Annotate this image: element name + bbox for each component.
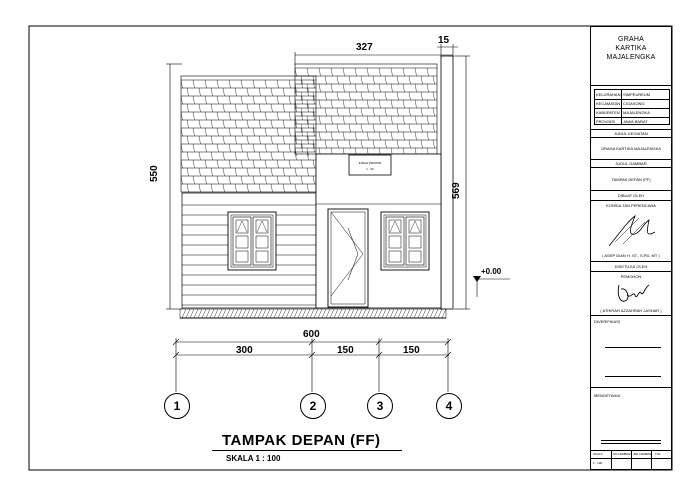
dim-15: 15 <box>438 35 450 46</box>
axis-bubble-3: 3 <box>367 393 393 419</box>
dim-150-a: 150 <box>337 345 354 356</box>
mengetahui-label: MENGETAHUI <box>594 393 621 398</box>
location-table: KELURAHAN SIMPEUREUM KECAMATAN CIGASONG … <box>594 89 670 125</box>
title-underline <box>212 450 402 451</box>
dim-550: 550 <box>149 165 160 182</box>
grid-axis-lines <box>172 338 452 392</box>
judul-kegiatan-label: JUDUL KEGIATAN <box>614 131 648 136</box>
drawing-title: TAMPAK DEPAN (FF) <box>222 432 381 449</box>
sheet-border <box>28 25 673 471</box>
name-plate <box>348 154 392 176</box>
axis-bubble-2: 2 <box>300 393 326 419</box>
wall-siding-lines <box>182 204 316 306</box>
ground-hatch <box>179 308 447 319</box>
diverifikasi-label: DIVERIFIKASI <box>594 319 621 324</box>
pemohon-signature <box>617 284 650 302</box>
judul-gambar-value: TAMPAK DEPAN (FF) <box>611 177 651 182</box>
judul-kegiatan-value: GRAHA KARTIKA MAJALENGKA <box>601 146 661 151</box>
sheet-info-row: SKALA NO.LEMBAR JML.LEMBAR TGL 1 : 100 <box>591 450 671 470</box>
roof-tiles-right <box>294 67 437 157</box>
dim-600: 600 <box>303 329 320 340</box>
left-roof-outline <box>180 75 317 193</box>
name-plate-line2: 1 · 00 <box>366 167 374 171</box>
konsultan-signature <box>608 214 656 247</box>
pemohon-label: PEMOHON <box>620 274 642 279</box>
windows <box>227 211 430 271</box>
axis-bubble-1: 1 <box>164 393 190 419</box>
title-block: GRAHA KARTIKA MAJALENGKA KELURAHAN SIMPE… <box>590 26 672 470</box>
konsultan-label: KONSULTAN PERENCANA <box>606 203 656 208</box>
level-marker <box>473 276 481 282</box>
disetujui-label: DISETUJUI OLEH <box>614 264 648 269</box>
judul-gambar-label: JUDUL GAMBAR <box>615 161 647 166</box>
dim-327: 327 <box>356 42 373 53</box>
dibuat-oleh-label: DIBUAT OLEH <box>617 193 645 198</box>
drawing-scale: SKALA 1 : 100 <box>226 454 281 463</box>
pemohon-name: ( ATHIRAH AZZAHRAH JASHAR ) <box>600 308 662 313</box>
project-name: GRAHA KARTIKA MAJALENGKA <box>606 36 656 61</box>
axis-bubble-4: 4 <box>436 393 462 419</box>
level-label: +0.00 <box>481 267 502 276</box>
dim-150-b: 150 <box>403 345 420 356</box>
name-plate-line1: INDAH PRIVATE <box>359 161 382 165</box>
dim-569: 569 <box>451 182 462 199</box>
front-door <box>327 208 369 308</box>
dim-300: 300 <box>236 345 253 356</box>
konsultan-name: ( ASEP DIAN H. ST., S.PD. MT ) <box>602 253 660 258</box>
